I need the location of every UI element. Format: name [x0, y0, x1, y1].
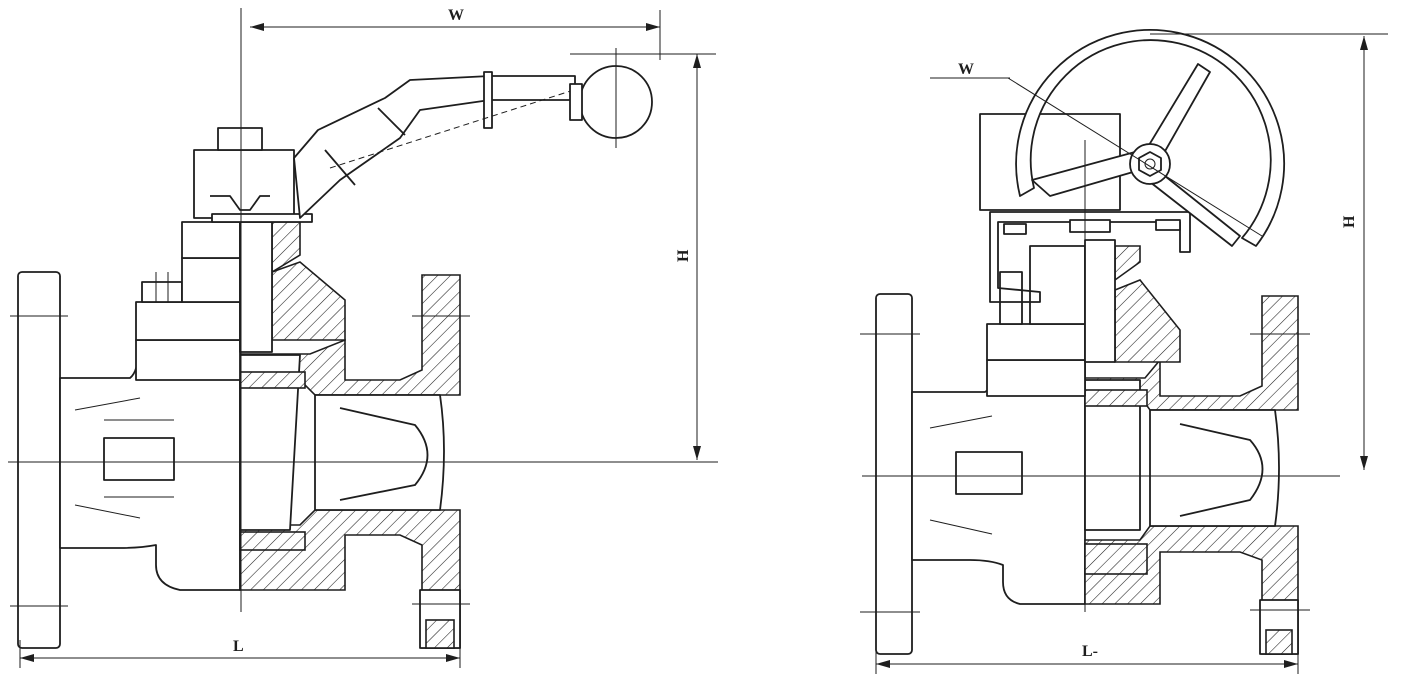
left-height-label: H — [675, 249, 692, 262]
lever-valve-view: W H L — [8, 7, 718, 668]
upper-seal-sleeve — [239, 371, 306, 389]
right-height-label: H — [1341, 215, 1358, 228]
handwheel-spoke-right — [1149, 171, 1241, 247]
valve-stem — [239, 221, 273, 353]
right-width-label: W — [958, 61, 974, 78]
packing-gland — [181, 257, 241, 303]
left-width-label: W — [448, 7, 464, 24]
lever-head — [193, 149, 295, 219]
lower-seal-sleeve — [239, 531, 306, 551]
tapered-plug — [239, 354, 301, 531]
gland-flange — [135, 301, 241, 341]
width-leader-line — [1007, 77, 1263, 237]
left-flange-inlet — [17, 271, 61, 649]
right-length-label: L- — [1082, 643, 1098, 660]
handwheel-rim — [1015, 29, 1285, 247]
stem-collar — [181, 221, 241, 259]
right-view-gland — [1029, 245, 1086, 325]
right-view-body-exterior — [911, 361, 1086, 605]
right-view-bonnet-section — [1114, 279, 1181, 363]
right-view-inlet-flange — [875, 293, 913, 655]
hub-nut — [1138, 151, 1162, 177]
gland-bolt-nut — [141, 281, 183, 303]
right-view-cover — [986, 359, 1086, 397]
cover-flange — [135, 339, 241, 381]
plug-port-window — [103, 437, 175, 481]
left-length-label: L — [233, 638, 244, 655]
right-view-port-window — [955, 451, 1023, 495]
lever-arm — [293, 75, 576, 219]
bonnet-section — [271, 261, 346, 341]
gear-valve-view: W H L- — [860, 29, 1388, 674]
stem-nut — [217, 127, 263, 151]
